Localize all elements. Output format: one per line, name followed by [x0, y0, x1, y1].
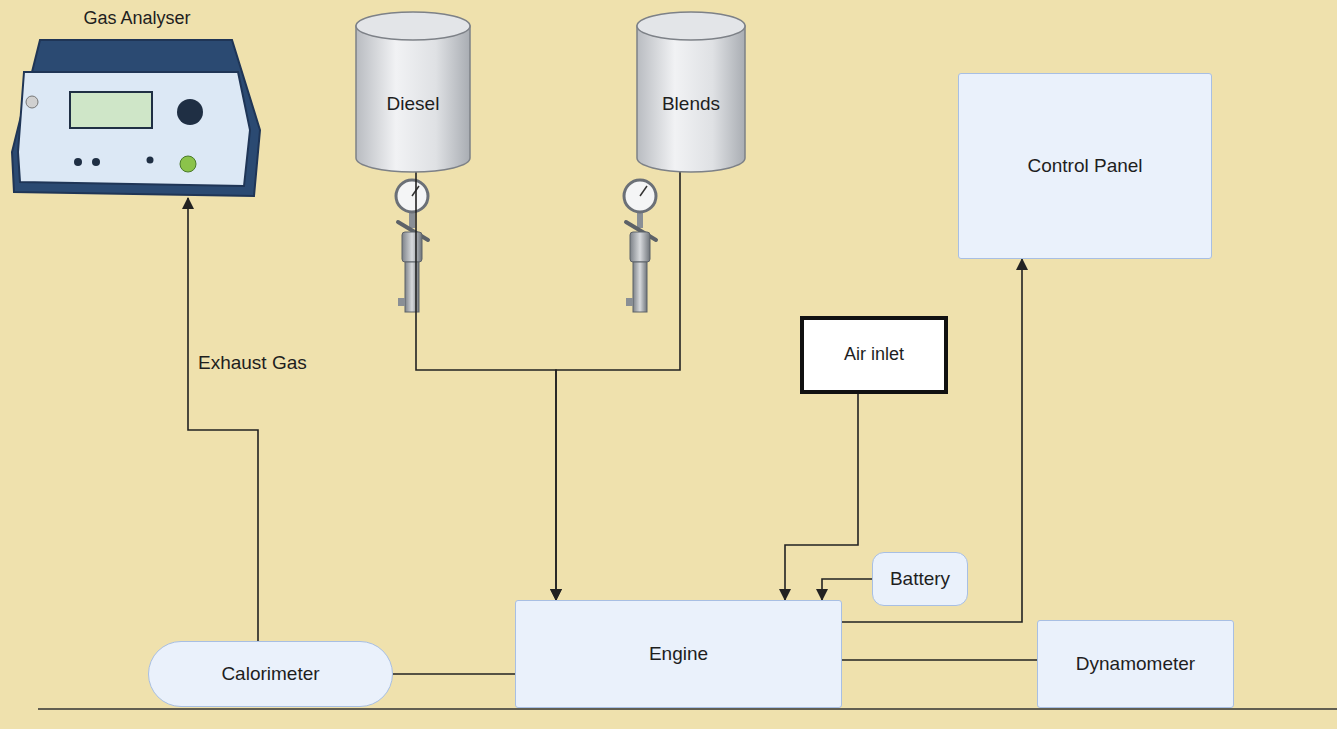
analyser-button: [147, 157, 154, 164]
text-group: Engine: [649, 643, 708, 666]
text-group: Dynamometer: [1076, 653, 1195, 676]
connector-line: [393, 673, 515, 675]
gauge-needle: [640, 186, 647, 196]
fuel-valve: [624, 180, 656, 312]
node-label: Dynamometer: [1076, 653, 1195, 676]
pressure-gauge: [624, 180, 656, 212]
node-label: Calorimeter: [221, 663, 319, 686]
text-group: Gas Analyser: [83, 8, 190, 30]
node-label: Air inlet: [844, 344, 904, 366]
connector-line: [556, 172, 680, 600]
node-label: Engine: [649, 643, 708, 666]
tank-outline: [356, 12, 470, 172]
connector-line: [842, 259, 1022, 622]
analyser-button: [92, 158, 100, 166]
battery-box: Battery: [872, 552, 968, 606]
gas-analyser: Gas Analyser: [8, 2, 266, 198]
ground-line: [38, 708, 1337, 710]
connector-line: [785, 394, 858, 600]
tank-body: [356, 26, 470, 172]
fuel-tank: Blends: [637, 12, 745, 172]
node-label: Gas Analyser: [83, 8, 190, 30]
calorimeter-pill: Calorimeter: [148, 641, 393, 707]
analyser-knob: [177, 99, 203, 125]
text-group: Diesel: [387, 93, 440, 116]
valve-outlet: [626, 298, 633, 306]
text-group: Control Panel: [1027, 155, 1142, 178]
node-label: Control Panel: [1027, 155, 1142, 178]
edge-label: Exhaust Gas: [196, 352, 309, 374]
engine-box: Engine: [515, 600, 842, 708]
valve-body: [402, 232, 422, 262]
text-group: Calorimeter: [221, 663, 319, 686]
air-inlet-box: Air inlet: [800, 316, 948, 394]
tank-outline: [637, 12, 745, 172]
fuel-valve: [396, 180, 428, 312]
connector-line: [842, 659, 1037, 661]
connector-line: [822, 579, 872, 600]
analyser-housing: [12, 40, 260, 196]
analyser-device: [12, 40, 260, 196]
text-group: Blends: [662, 93, 720, 116]
connector-line: [416, 172, 556, 600]
tank-top: [637, 12, 745, 40]
node-label: Blends: [662, 93, 720, 116]
fuel-tank: Diesel: [356, 12, 470, 172]
text-group: Battery: [890, 568, 950, 591]
analyser-light: [26, 96, 38, 108]
text-group: Air inlet: [844, 344, 904, 366]
tank-body: [637, 26, 745, 172]
connector-line: [188, 198, 258, 641]
pressure-gauge: [396, 180, 428, 212]
control-panel-box: Control Panel: [958, 73, 1212, 259]
valve-stem: [405, 262, 419, 312]
valve-body: [630, 232, 650, 262]
analyser-outline: [8, 2, 266, 198]
tank-top: [356, 12, 470, 40]
valve-stem: [633, 262, 647, 312]
analyser-power-button: [180, 156, 196, 172]
node-label: Battery: [890, 568, 950, 591]
analyser-button: [74, 158, 82, 166]
valve-outlet: [398, 298, 405, 306]
node-label: Diesel: [387, 93, 440, 116]
dynamometer-box: Dynamometer: [1037, 620, 1234, 708]
analyser-front: [18, 72, 250, 186]
analyser-screen: [70, 92, 152, 128]
